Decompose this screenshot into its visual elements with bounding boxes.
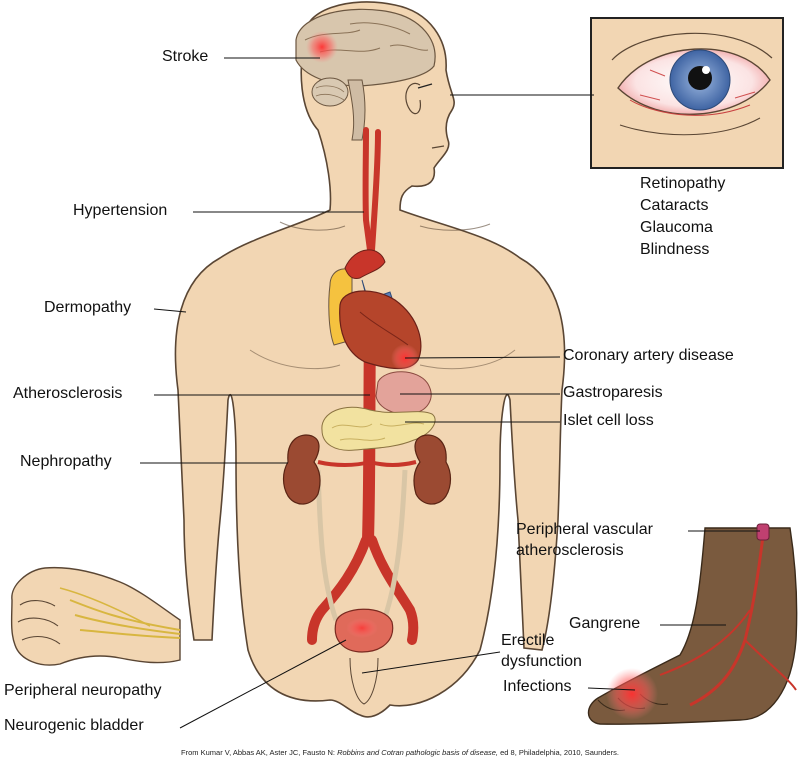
foot-inset xyxy=(587,523,798,725)
brain xyxy=(295,8,436,141)
label-dermopathy: Dermopathy xyxy=(44,299,132,316)
citation-book-title: Robbins and Cotran pathologic basis of d… xyxy=(337,748,499,757)
label-infections: Infections xyxy=(503,678,572,695)
label-stroke: Stroke xyxy=(162,48,209,65)
label-cataracts: Cataracts xyxy=(640,197,709,214)
citation-prefix: From Kumar V, Abbas AK, Aster JC, Fausto… xyxy=(181,748,338,757)
stomach xyxy=(375,371,432,415)
label-peripheral-neuropathy: Peripheral neuropathy xyxy=(4,682,162,699)
pancreas xyxy=(321,406,436,451)
citation-suffix: ed 8, Philadelphia, 2010, Saunders. xyxy=(498,748,619,757)
kidneys xyxy=(282,434,452,505)
label-atherosclerosis: Atherosclerosis xyxy=(13,385,123,402)
label-islet-cell-loss: Islet cell loss xyxy=(563,412,654,429)
leader-lines xyxy=(140,57,760,729)
label-glaucoma: Glaucoma xyxy=(640,219,713,236)
bladder xyxy=(334,608,394,705)
hand-inset xyxy=(10,566,181,666)
source-citation: From Kumar V, Abbas AK, Aster JC, Fausto… xyxy=(0,748,800,757)
label-erectile-dysfunction: Erectile dysfunction xyxy=(501,630,582,672)
label-nephropathy: Nephropathy xyxy=(20,453,112,470)
label-retinopathy: Retinopathy xyxy=(640,175,726,192)
label-peripheral-vascular-line1: Peripheral vascular xyxy=(516,521,653,538)
stroke-site-highlight xyxy=(306,31,338,63)
eye-inset xyxy=(590,17,784,169)
label-hypertension: Hypertension xyxy=(73,202,168,219)
label-peripheral-vascular: Peripheral vascular atherosclerosis xyxy=(516,519,653,561)
label-erectile-line1: Erectile xyxy=(501,632,555,649)
label-coronary-artery-disease: Coronary artery disease xyxy=(563,347,734,364)
eye-conditions-list: Retinopathy Cataracts Glaucoma Blindness xyxy=(640,173,725,261)
label-gangrene: Gangrene xyxy=(569,615,641,632)
label-peripheral-vascular-line2: atherosclerosis xyxy=(516,542,624,559)
label-neurogenic-bladder: Neurogenic bladder xyxy=(4,717,144,734)
label-gastroparesis: Gastroparesis xyxy=(563,384,663,401)
label-blindness: Blindness xyxy=(640,241,710,258)
label-erectile-line2: dysfunction xyxy=(501,653,582,670)
